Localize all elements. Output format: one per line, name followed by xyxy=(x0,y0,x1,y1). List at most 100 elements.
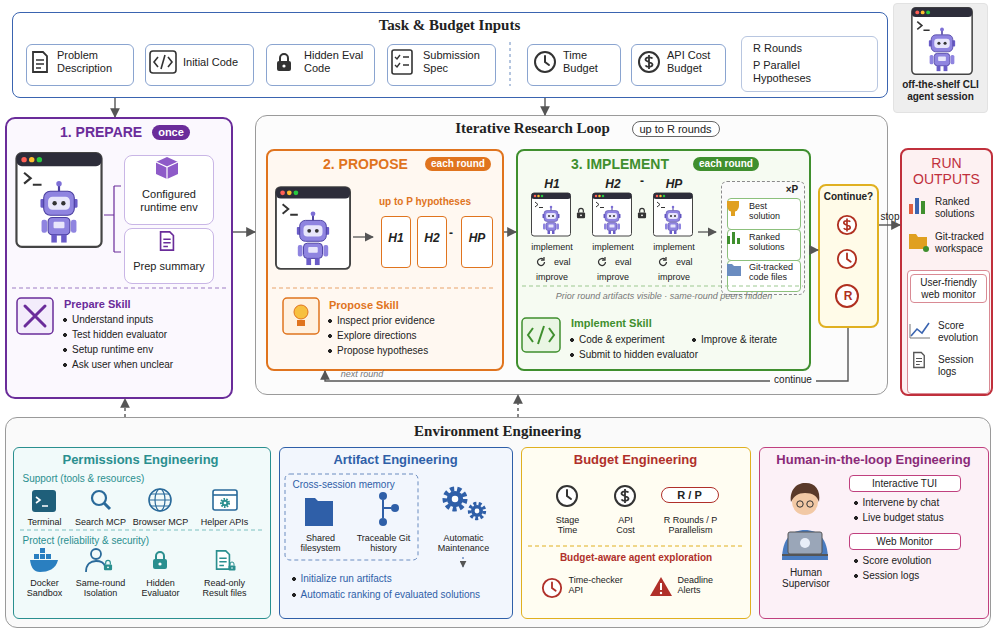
implement-icons xyxy=(737,238,740,244)
node-text: Prep summary xyxy=(127,260,211,273)
propose-icons xyxy=(297,320,305,326)
artifact-icons xyxy=(285,474,418,560)
implement-icons xyxy=(522,201,803,352)
node-text: HP xyxy=(659,178,689,192)
permission-icons xyxy=(149,494,171,506)
node-text: Test hidden evaluator xyxy=(62,329,227,341)
artifact-icons xyxy=(379,492,387,500)
connector xyxy=(114,98,115,117)
node-box: RUN OUTPUTSRanked solutionsGit-tracked w… xyxy=(900,148,993,396)
node-text: Initialize run artifacts xyxy=(291,573,509,585)
node-text: Inspect prior evidence xyxy=(327,315,499,327)
permission-icons xyxy=(213,494,237,496)
permission-icons xyxy=(104,503,110,509)
human-illustration xyxy=(792,489,818,515)
node-box: 2. PROPOSEeach roundup to P hypothesesPr… xyxy=(266,149,504,371)
node-text: Session logs xyxy=(938,354,988,377)
implement-icons xyxy=(599,257,606,265)
propose-icons xyxy=(283,298,319,334)
permission-icons xyxy=(213,490,237,510)
node-text: Support (tools & resources) xyxy=(23,473,243,485)
node-text: Automatic ranking of evaluated solutions xyxy=(291,589,509,601)
node-text: Problem Description xyxy=(57,49,131,74)
propose-icons xyxy=(353,236,373,237)
node-text: Ranked solutions xyxy=(935,196,991,219)
permission-icons xyxy=(40,554,45,559)
node-text: eval xyxy=(676,257,702,267)
node-text: 2. PROPOSE xyxy=(323,156,419,172)
node-box: Configured runtime env xyxy=(124,155,214,225)
continue-icons xyxy=(836,285,858,307)
node-text: Same-round Isolation xyxy=(73,578,129,599)
node-text: R xyxy=(842,290,854,304)
implement-icons xyxy=(638,208,646,218)
artifact-icons xyxy=(305,498,333,526)
artifact-icons xyxy=(383,500,391,518)
input-icons xyxy=(639,52,659,72)
node-text: Iterative Research Loop xyxy=(442,120,624,137)
node-text: R Rounds xyxy=(753,42,871,55)
node-text: Propose hypotheses xyxy=(327,345,499,357)
permission-icons xyxy=(36,497,48,506)
implement-icons xyxy=(660,257,667,265)
continue-icons xyxy=(838,216,856,234)
output-icons xyxy=(911,323,929,336)
robot-icon xyxy=(16,153,101,247)
robot-icon xyxy=(912,8,972,74)
node-text: Implement Skill xyxy=(571,317,721,330)
node-text: Interactive TUI xyxy=(849,475,961,493)
permission-icons xyxy=(32,490,56,512)
node-text: Human Supervisor xyxy=(769,567,844,590)
human-illustration xyxy=(782,554,828,556)
node-box: Problem Description xyxy=(26,44,134,86)
node-text: Web Monitor xyxy=(849,533,961,551)
input-icons xyxy=(154,55,172,69)
node-text: Prepare Skill xyxy=(64,298,214,311)
output-icons xyxy=(914,353,925,368)
connector xyxy=(325,328,848,381)
output-icons xyxy=(909,234,927,249)
node-text: Read-only Result files xyxy=(196,578,254,599)
implement-icons xyxy=(731,211,735,216)
node-text: Continue? xyxy=(818,191,879,203)
node-text: Hidden Evaluator xyxy=(131,578,191,599)
implement-icons xyxy=(577,208,585,218)
node-text: Search MCP xyxy=(73,517,129,527)
node-text: Time Budget xyxy=(563,49,617,74)
node-text: Best solution xyxy=(749,201,799,222)
connector xyxy=(544,98,545,115)
node-box: Ranked solutions xyxy=(727,229,801,261)
propose-icons xyxy=(272,237,496,334)
node-text: Environment Engineering xyxy=(380,423,616,440)
prepare-icons xyxy=(161,232,174,250)
node-box: Artifact EngineeringCross-session memory… xyxy=(279,447,513,619)
permission-icons xyxy=(86,561,105,572)
node-text: Protect (reliability & security) xyxy=(23,535,243,547)
node-box: Git-tracked code files xyxy=(727,260,801,292)
node-box: Initial Code xyxy=(145,44,254,86)
artifact-icons xyxy=(463,557,464,567)
output-icons xyxy=(909,204,913,214)
propose-icons xyxy=(272,288,496,289)
permission-icons xyxy=(20,489,262,572)
continue-icons xyxy=(836,216,858,307)
node-text: Live budget status xyxy=(853,512,983,524)
node-text: API Cost xyxy=(611,515,641,536)
node-text: Automatic Maintenance xyxy=(429,533,499,554)
node-box: Hidden Eval Code xyxy=(266,44,375,86)
node-text: Score evolution xyxy=(938,320,988,343)
prepare-icons xyxy=(12,157,226,334)
node-text: Prior round artifacts visible · same-rou… xyxy=(521,291,807,301)
node-text: H2 xyxy=(598,178,628,192)
connector xyxy=(517,395,518,417)
permission-icons xyxy=(155,489,165,511)
node-box: ×PBest solutionRanked solutionsGit-track… xyxy=(721,181,805,295)
node-text: improve xyxy=(646,272,702,282)
node-text: improve xyxy=(585,272,641,282)
free-label: - xyxy=(445,227,457,241)
output-icons xyxy=(921,201,925,214)
node-text: Traceable Git history xyxy=(353,533,415,554)
node-text: Ask user when unclear xyxy=(62,359,227,371)
connector xyxy=(124,399,125,417)
node-box: Continue? R xyxy=(818,184,879,328)
